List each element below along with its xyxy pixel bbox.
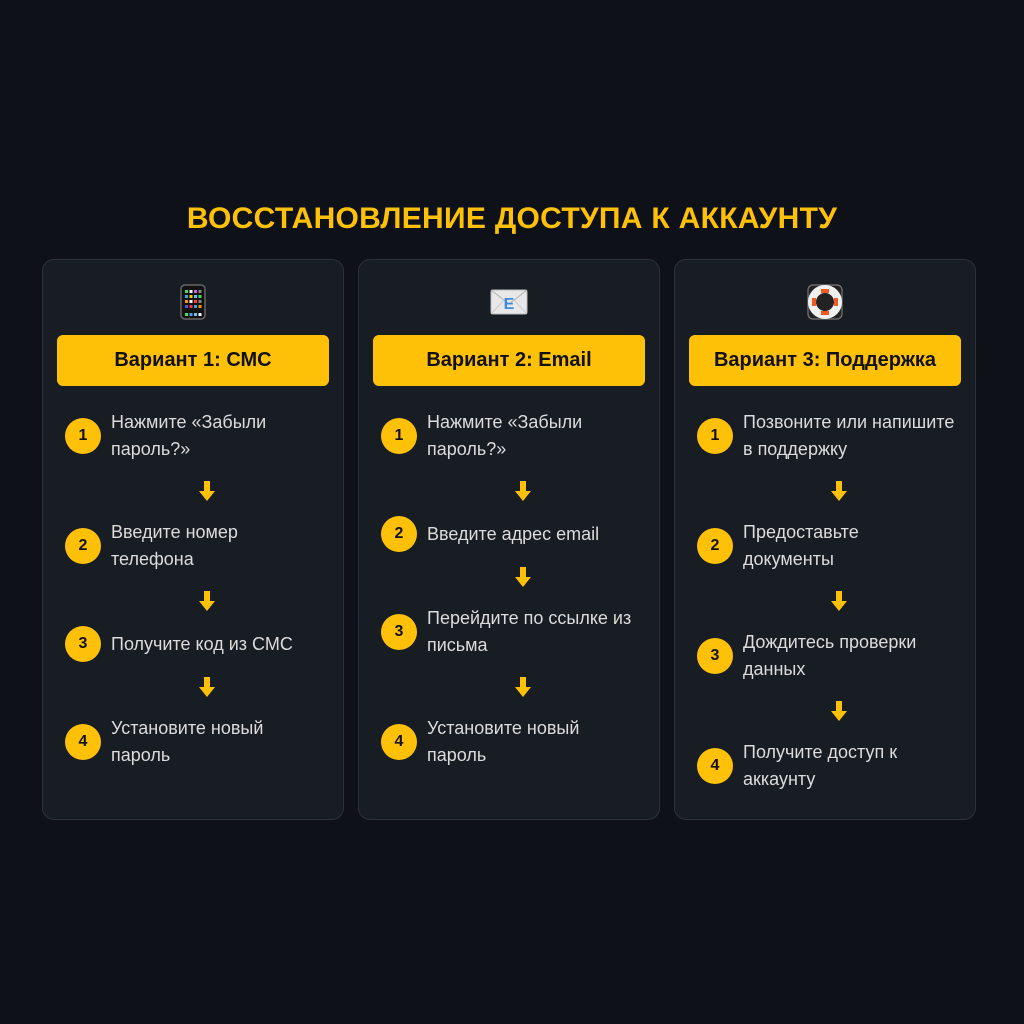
arrow-down-icon (87, 466, 327, 516)
step-item: 3 Перейдите по ссылке из письма (381, 602, 643, 662)
steps-list: 1 Нажмите «Забыли пароль?» 2 Введите ном… (65, 406, 327, 772)
step-number-badge: 2 (697, 528, 733, 564)
step-text: Получите код из СМС (111, 633, 293, 654)
arrow-down-icon (403, 552, 643, 602)
option-card-support: Вариант 3: Поддержка 1 Позвоните или нап… (674, 259, 976, 820)
step-item: 2 Введите номер телефона (65, 516, 327, 576)
arrow-down-icon (719, 576, 959, 626)
step-item: 1 Нажмите «Забыли пароль?» (381, 406, 643, 466)
step-number-badge: 4 (381, 724, 417, 760)
step-text: Предоставьте документы (743, 522, 859, 569)
arrow-down-icon (719, 466, 959, 516)
arrow-down-icon (403, 466, 643, 516)
step-text: Нажмите «Забыли пароль?» (427, 412, 583, 459)
lifebuoy-icon (675, 280, 975, 320)
mobile-phone-icon (43, 280, 343, 320)
step-number-badge: 4 (65, 724, 101, 760)
step-number-badge: 3 (381, 614, 417, 650)
option-card-sms: Вариант 1: СМС 1 Нажмите «Забыли пароль?… (42, 259, 344, 820)
step-number-badge: 2 (65, 528, 101, 564)
step-text: Получите доступ к аккаунту (743, 742, 898, 789)
option-card-email: E Вариант 2: Email 1 Нажмите «Забыли пар… (358, 259, 660, 820)
step-number-badge: 1 (381, 418, 417, 454)
option-header: Вариант 2: Email (373, 335, 645, 386)
step-number-badge: 1 (697, 418, 733, 454)
arrow-down-icon (87, 662, 327, 712)
arrow-down-icon (87, 576, 327, 626)
page-title: ВОССТАНОВЛЕНИЕ ДОСТУПА К АККАУНТУ (186, 202, 838, 235)
step-item: 3 Получите код из СМС (65, 626, 327, 662)
step-text: Позвоните или напишите в поддержку (743, 412, 955, 459)
step-text: Установите новый пароль (427, 718, 580, 765)
step-item: 4 Установите новый пароль (65, 712, 327, 772)
steps-list: 1 Позвоните или напишите в поддержку 2 П… (697, 406, 959, 796)
option-header: Вариант 3: Поддержка (689, 335, 961, 386)
step-item: 3 Дождитесь проверки данных (697, 626, 959, 686)
step-number-badge: 1 (65, 418, 101, 454)
step-item: 2 Введите адрес email (381, 516, 643, 552)
steps-list: 1 Нажмите «Забыли пароль?» 2 Введите адр… (381, 406, 643, 772)
step-item: 1 Нажмите «Забыли пароль?» (65, 406, 327, 466)
step-text: Перейдите по ссылке из письма (427, 608, 632, 655)
step-text: Введите номер телефона (111, 522, 238, 569)
step-item: 4 Установите новый пароль (381, 712, 643, 772)
step-text: Дождитесь проверки данных (743, 632, 917, 679)
svg-text:E: E (504, 296, 515, 313)
email-envelope-icon: E (359, 280, 659, 320)
arrow-down-icon (403, 662, 643, 712)
step-item: 4 Получите доступ к аккаунту (697, 736, 959, 796)
step-text: Нажмите «Забыли пароль?» (111, 412, 267, 459)
step-number-badge: 4 (697, 748, 733, 784)
option-header: Вариант 1: СМС (57, 335, 329, 386)
options-container: Вариант 1: СМС 1 Нажмите «Забыли пароль?… (42, 259, 976, 820)
step-number-badge: 2 (381, 516, 417, 552)
step-number-badge: 3 (697, 638, 733, 674)
step-item: 1 Позвоните или напишите в поддержку (697, 406, 959, 466)
arrow-down-icon (719, 686, 959, 736)
step-text: Введите адрес email (427, 523, 600, 544)
step-number-badge: 3 (65, 626, 101, 662)
step-item: 2 Предоставьте документы (697, 516, 959, 576)
step-text: Установите новый пароль (111, 718, 264, 765)
